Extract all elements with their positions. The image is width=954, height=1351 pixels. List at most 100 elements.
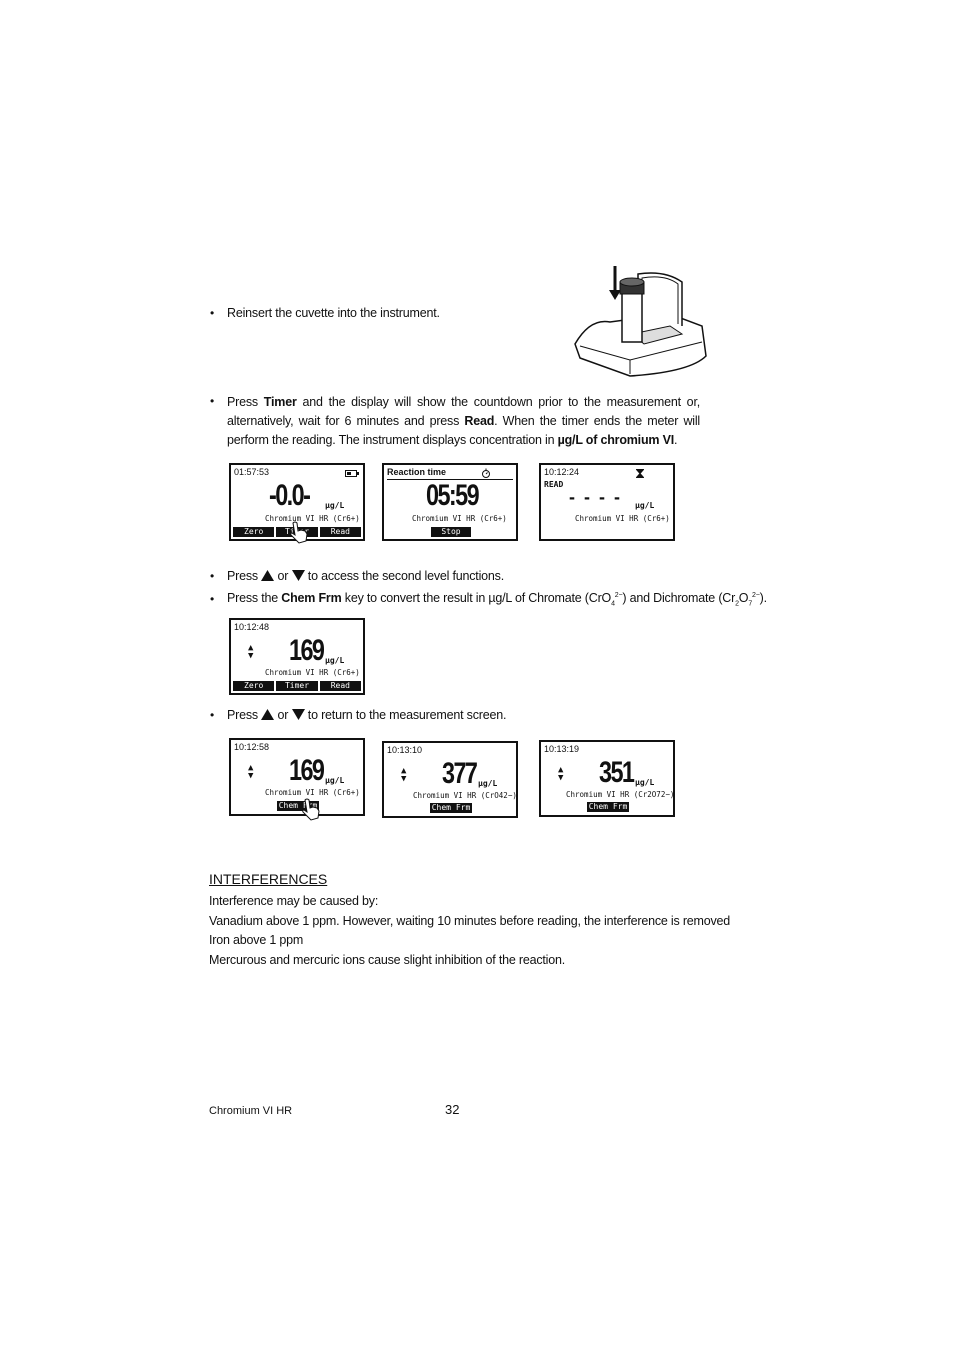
lcd-screen-zero: 01:57:53 -0.0- µg/L Chromium VI HR (Cr6+… (229, 463, 365, 544)
method-label: Chromium VI HR (Cr2O72−) (566, 790, 675, 799)
text-run: key to convert the result in µg/L of Chr… (341, 591, 612, 605)
lcd-screen-result: 10:12:48 ▲▼ 169 µg/L Chromium VI HR (Cr6… (229, 618, 365, 695)
text-run: and the display will show the countdown … (227, 395, 700, 428)
clock: 10:12:58 (234, 742, 270, 752)
unit-label: µg/L (635, 501, 655, 510)
unit-label: µg/L (325, 776, 345, 785)
pointing-hand-icon (290, 521, 308, 544)
up-down-arrows-icon: ▲▼ (248, 763, 254, 781)
reading-value: 351 (599, 756, 635, 789)
text-run: Press (227, 708, 258, 722)
read-softkey[interactable]: Read (319, 681, 361, 691)
text-run: Press the (227, 591, 282, 605)
hourglass-icon (636, 469, 644, 478)
interferences-list: Interference may be caused by: Vanadium … (209, 892, 730, 970)
battery-icon (345, 470, 359, 477)
method-label: Chromium VI HR (Cr6+) (265, 514, 360, 523)
subscript: 2 (735, 600, 739, 608)
method-label: Chromium VI HR (Cr6+) (265, 668, 360, 677)
method-label: Chromium VI HR (Cr6+) (412, 514, 507, 523)
unit-label: µg/L (325, 656, 345, 665)
text-run: Press (227, 569, 258, 583)
text-run: or (277, 569, 289, 583)
up-down-arrows-icon: ▲▼ (558, 765, 564, 783)
step-second-level: Press or to access the second level func… (227, 569, 504, 583)
bullet: • (210, 394, 215, 408)
timer-key-label: Timer (263, 395, 297, 409)
lcd-screen-reaction-time: Reaction time 05:59 Chromium VI HR (Cr6+… (382, 463, 518, 541)
unit-label: µg/L (635, 778, 655, 787)
text-run: ). (759, 591, 767, 605)
read-key-label: Read (464, 414, 495, 428)
footer-method-name: Chromium VI HR (209, 1105, 293, 1117)
text-run: O (738, 591, 749, 605)
text-run: Press (227, 395, 264, 409)
step-timer-paragraph: Press Timer and the display will show th… (227, 393, 700, 450)
stop-softkey[interactable]: Stop (431, 527, 471, 537)
unit-label: µg/L (325, 501, 345, 510)
reading-value: 169 (289, 754, 325, 787)
up-down-arrows-icon: ▲▼ (248, 643, 254, 661)
interference-line: Vanadium above 1 ppm. However, waiting 1… (209, 913, 731, 928)
clock: 10:13:19 (544, 744, 580, 754)
subscript: 4 (611, 600, 615, 608)
clock: 01:57:53 (234, 467, 270, 477)
timer-softkey[interactable]: Timer (276, 681, 318, 691)
lcd-screen-cr6: 10:12:58 ▲▼ 169 µg/L Chromium VI HR (Cr6… (229, 738, 365, 821)
superscript: 2− (614, 591, 623, 599)
chem-frm-softkey[interactable]: Chem Frm (587, 802, 629, 812)
chem-frm-softkey[interactable]: Chem Frm (430, 803, 472, 813)
text-run: ) and Dichromate (Cr (622, 591, 736, 605)
softkey-bar: Zero Timer Read (233, 681, 361, 691)
text-run: . (673, 433, 678, 447)
text-run: . When the timer ends the meter will per… (227, 414, 700, 447)
instrument-illustration (574, 266, 707, 377)
down-arrow-icon (291, 570, 305, 581)
read-softkey[interactable]: Read (319, 527, 361, 537)
text-run: or (277, 708, 289, 722)
pointing-hand-icon (302, 798, 320, 821)
header-divider (387, 479, 513, 480)
interference-line: Iron above 1 ppm (209, 933, 304, 947)
reading-value: -0.0- (269, 479, 311, 512)
superscript: 2− (752, 591, 760, 599)
reading-value: 169 (289, 634, 325, 667)
interference-line: Mercurous and mercuric ions cause slight… (209, 952, 566, 967)
up-arrow-icon (261, 570, 275, 581)
method-label: Chromium VI HR (Cr6+) (265, 788, 360, 797)
lcd-screen-dichromate: 10:13:19 ▲▼ 351 µg/L Chromium VI HR (Cr2… (539, 740, 675, 817)
lcd-screen-reading: 10:12:24 READ - - - - µg/L Chromium VI H… (539, 463, 675, 541)
interferences-heading: INTERFERENCES (209, 871, 328, 887)
method-label: Chromium VI HR (Cr6+) (575, 514, 670, 523)
clock: 10:12:48 (234, 622, 270, 632)
status-text: READ (544, 480, 564, 489)
lcd-screen-chromate: 10:13:10 ▲▼ 377 µg/L Chromium VI HR (CrO… (382, 741, 518, 818)
bullet: • (210, 708, 215, 722)
unit-label: µg/L (478, 779, 498, 788)
zero-softkey[interactable]: Zero (233, 527, 275, 537)
text-run: to access the second level functions. (307, 569, 504, 583)
unit-bold: µg/L of chromium VI (557, 433, 675, 447)
screen-header: Reaction time (387, 467, 447, 477)
chem-frm-softkey[interactable]: Chem Frm (277, 801, 319, 811)
up-arrow-icon (261, 709, 275, 720)
subscript: 7 (748, 600, 753, 608)
step-reinsert-text: Reinsert the cuvette into the instrument… (227, 306, 440, 320)
method-label: Chromium VI HR (CrO42−) (413, 791, 517, 800)
bullet: • (210, 592, 215, 606)
reading-value: 377 (442, 757, 478, 790)
clock: 10:12:24 (544, 467, 580, 477)
text-run: to return to the measurement screen. (307, 708, 507, 722)
page-number: 32 (445, 1102, 460, 1117)
interference-line: Interference may be caused by: (209, 894, 379, 908)
bullet: • (210, 569, 215, 583)
countdown-value: 05:59 (426, 479, 480, 512)
down-arrow-icon (291, 709, 305, 720)
clock: 10:13:10 (387, 745, 423, 755)
reading-dashes: - - - - (569, 487, 622, 507)
step-return: Press or to return to the measurement sc… (227, 708, 506, 722)
up-down-arrows-icon: ▲▼ (401, 766, 407, 784)
step-chem-frm: Press the Chem Frm key to convert the re… (227, 591, 767, 608)
chem-frm-key-label: Chem Frm (281, 591, 342, 605)
zero-softkey[interactable]: Zero (233, 681, 275, 691)
